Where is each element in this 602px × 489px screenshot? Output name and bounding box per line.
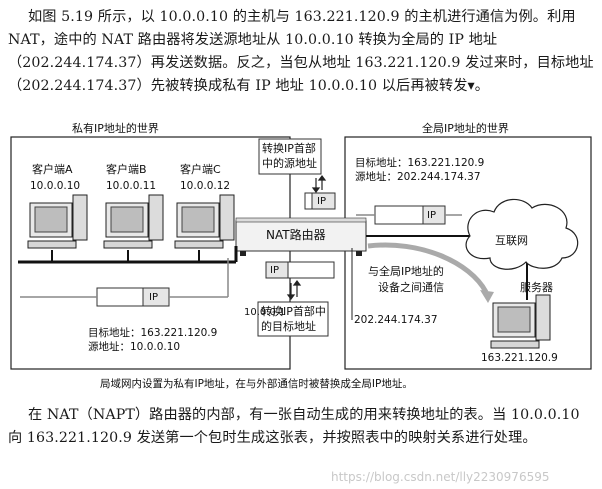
figure-caption: 局域网内设置为私有IP地址，在与外部通信时被替换成全局IP地址。 [100,378,413,390]
private-world-box [10,136,291,370]
client-c-ip: 10.0.0.12 [180,180,231,192]
intro-paragraph: 如图 5.19 所示，以 10.0.0.10 的主机与 163.221.120.… [8,9,594,94]
server-label: 服务器 [520,281,553,294]
client-a-ip: 10.0.0.10 [30,180,81,192]
comm-note-line1: 与全局IP地址的 [368,265,444,278]
client-a-name: 客户端A [32,163,73,176]
comm-note-line2: 设备之间通信 [378,281,444,294]
client-c-pc [174,194,235,249]
client-c-name: 客户端C [180,163,221,176]
private-packet-dst: 目标地址：163.221.120.9 [88,327,218,339]
callout-src-line1: 转换IP首部 [262,142,316,155]
callout-src-line2: 中的源地址 [262,157,317,170]
server-pc [490,294,551,349]
server-ip: 163.221.120.9 [481,352,558,364]
callout-dst-box [257,301,329,337]
client-b-name: 客户端B [106,163,147,176]
callout-dst-line1: 转换IP首部中 [261,305,326,318]
after-paragraph: 在 NAT（NAPT）路由器的内部，有一张自动生成的用来转换地址的表。当 10.… [8,407,580,446]
router-body [235,220,367,252]
internet-label: 互联网 [495,234,528,247]
global-world-box [344,136,592,370]
router-out-packet-ip: IP [317,196,326,207]
router-out-packet [304,192,336,210]
router-in-packet [265,261,335,279]
comm-curve-arrow [367,242,489,294]
private-packet [96,287,170,307]
global-packet [374,205,446,225]
router-outer-ip: 202.244.174.37 [354,314,438,326]
private-world-title: 私有IP地址的世界 [72,122,159,135]
callout-dst-line2: 的目标地址 [261,320,316,333]
private-packet-src: 源地址：10.0.0.10 [88,341,181,353]
client-b-ip: 10.0.0.11 [106,180,157,192]
client-b-pc [103,194,164,249]
global-packet-src: 源地址：202.244.174.37 [355,171,481,183]
global-packet-ip: IP [427,210,436,221]
global-world-title: 全局IP地址的世界 [422,122,509,135]
router-label: NAT路由器 [266,228,326,242]
router-in-packet-ip: IP [270,265,279,276]
private-packet-ip: IP [149,292,158,303]
internet-cloud [465,198,579,270]
router-inner-ip: 10.0.0.1 [244,307,286,318]
watermark: https://blog.csdn.net/lly2230976595 [331,470,550,484]
global-packet-dst: 目标地址：163.221.120.9 [355,157,485,169]
client-a-pc [27,194,88,249]
callout-src-box [258,138,322,175]
